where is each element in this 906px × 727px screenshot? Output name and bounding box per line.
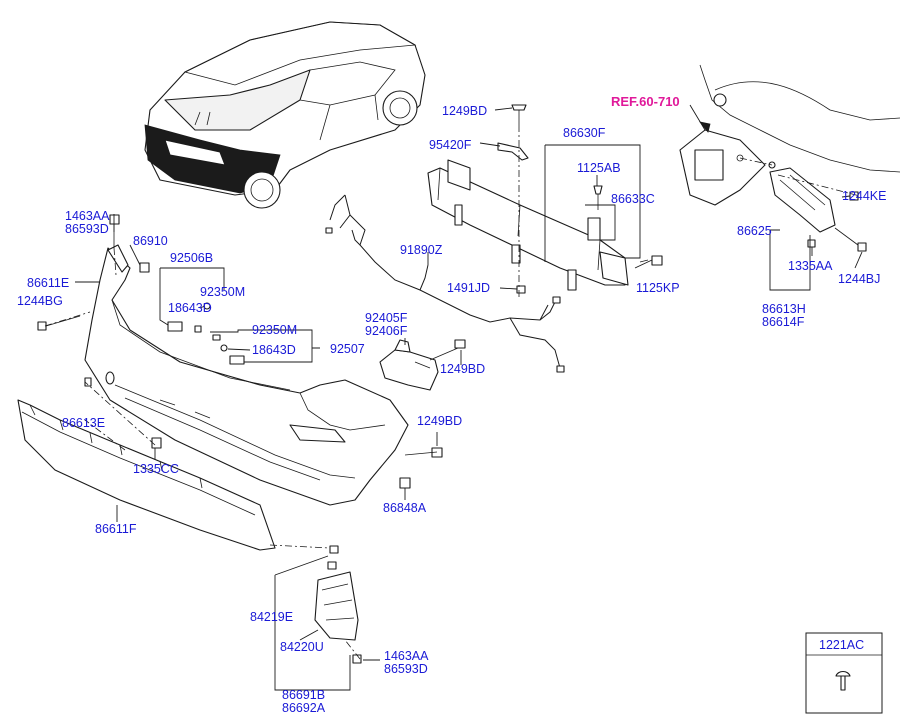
label-1249bd-top[interactable]: 1249BD [442,104,487,118]
label-1335cc[interactable]: 1335CC [133,462,179,476]
rear-bumper-cover [84,244,409,506]
label-1491jd[interactable]: 1491JD [447,281,490,295]
label-84220u[interactable]: 84220U [280,640,324,654]
label-95420f[interactable]: 95420F [429,138,472,152]
leader-lines [75,104,863,691]
label-92507[interactable]: 92507 [330,342,365,356]
label-86625[interactable]: 86625 [737,224,772,238]
label-86848a[interactable]: 86848A [383,501,427,515]
label-1244ke[interactable]: 1244KE [842,189,886,203]
label-1125ab[interactable]: 1125AB [577,161,621,175]
part-labels: REF.60-710 1249BD 95420F 86630F 1125AB 8… [17,94,886,715]
side-bracket [314,545,362,664]
label-86630f[interactable]: 86630F [563,126,606,140]
label-86613h[interactable]: 86613H [762,302,806,316]
label-86614f[interactable]: 86614F [762,315,805,329]
small-fasteners [37,214,443,489]
label-86611f[interactable]: 86611F [95,522,137,536]
label-92405f[interactable]: 92405F [365,311,408,325]
label-86633c[interactable]: 86633C [611,192,655,206]
reflector-lamp [379,339,466,391]
ref-label[interactable]: REF.60-710 [611,94,680,109]
label-86910[interactable]: 86910 [133,234,168,248]
lower-diffuser [17,399,276,551]
label-91890z[interactable]: 91890Z [400,243,443,257]
label-18643d-mid[interactable]: 18643D [252,343,296,357]
rear-beam-assembly [427,104,663,294]
label-84219e[interactable]: 84219E [250,610,293,624]
label-92406f[interactable]: 92406F [365,324,408,338]
label-86593d-bot[interactable]: 86593D [384,662,428,676]
label-92350m-top[interactable]: 92350M [200,285,245,299]
label-86692a[interactable]: 86692A [282,701,326,715]
label-86613e[interactable]: 86613E [62,416,105,430]
wiring-harness [325,194,565,373]
body-panel-reference [679,64,901,206]
guide-lines [44,157,861,660]
label-86593d-top[interactable]: 86593D [65,222,109,236]
side-mount-bracket [768,161,867,252]
label-1221ac[interactable]: 1221AC [819,638,864,652]
vehicle-illustration [144,21,426,209]
label-1463aa-bot[interactable]: 1463AA [384,649,429,663]
label-1244bj[interactable]: 1244BJ [838,272,880,286]
label-18643d-top[interactable]: 18643D [168,301,212,315]
label-1335aa[interactable]: 1335AA [788,259,833,273]
label-86691b[interactable]: 86691B [282,688,325,702]
label-1249bd-low[interactable]: 1249BD [417,414,462,428]
label-1244bg[interactable]: 1244BG [17,294,63,308]
legend-box [805,632,883,714]
label-92350m-mid[interactable]: 92350M [252,323,297,337]
label-92506b[interactable]: 92506B [170,251,213,265]
label-1125kp[interactable]: 1125KP [636,281,680,295]
label-1463aa-top[interactable]: 1463AA [65,209,110,223]
label-1249bd-mid[interactable]: 1249BD [440,362,485,376]
label-86611e[interactable]: 86611E [27,276,69,290]
